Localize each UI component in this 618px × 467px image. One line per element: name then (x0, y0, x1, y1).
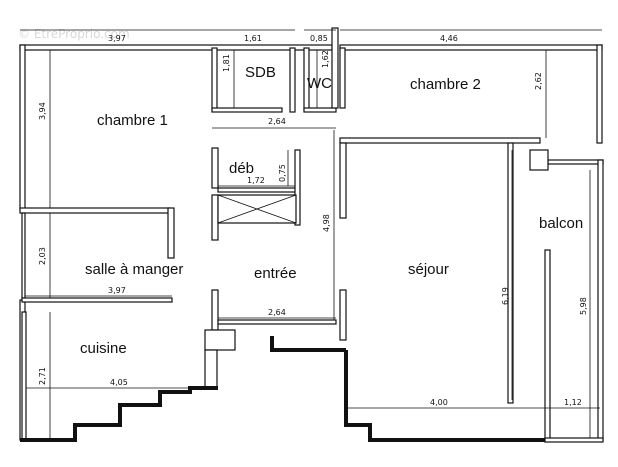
dim-deb-h: 1,72 (247, 176, 265, 185)
wall-entree-bottom (217, 319, 337, 325)
dim-top-ch2: 4,46 (440, 34, 458, 43)
room-cuisine: cuisine (80, 340, 127, 357)
wall-sejour-right (507, 142, 514, 404)
wall-left-top (19, 44, 26, 211)
wall-sejour-left-top (339, 142, 347, 219)
dim-balcon-v: 5,98 (579, 297, 588, 315)
wall-sdb-right (289, 47, 296, 113)
walls (19, 27, 604, 443)
wall-sdb-left (211, 47, 218, 111)
wall-top-left (19, 44, 333, 51)
wall-ch1-bottom-stub (167, 207, 175, 259)
dim-ch1-v: 3,94 (38, 102, 47, 120)
wall-wc-right (331, 27, 339, 109)
wall-salle-left (21, 212, 26, 299)
dimension-lines (20, 29, 602, 438)
wall-balcon-rail (544, 249, 551, 441)
wall-entree-left-bottom (211, 289, 219, 331)
wall-wc-bottom (303, 107, 337, 113)
wall-deb-bottom (217, 187, 299, 193)
dim-top-ch1: 3,97 (108, 34, 126, 43)
wall-ch2-right (596, 44, 603, 144)
dim-salle-v: 2,03 (38, 247, 47, 265)
dim-sdb-v: 1,81 (222, 54, 231, 72)
dim-top-sdb: 1,61 (244, 34, 262, 43)
room-sejour: séjour (408, 261, 449, 278)
wall-sejour-left-bottom (339, 289, 347, 341)
dim-sejour-h: 4,00 (430, 398, 448, 407)
room-chambre-1: chambre 1 (97, 112, 168, 129)
room-deb: déb (229, 160, 254, 177)
wall-cuisine-left (21, 311, 27, 441)
dim-entree-h: 2,64 (268, 308, 286, 317)
dim-balcon-h: 1,12 (564, 398, 582, 407)
wall-ch1-bottom (19, 207, 171, 214)
room-balcon: balcon (539, 215, 583, 232)
wall-ch2-bottom (339, 137, 541, 144)
dim-deb-v: 0,75 (278, 164, 287, 182)
wall-balcon-right (597, 159, 604, 441)
wall-top-right (339, 44, 603, 51)
room-salle-a-manger: salle à manger (85, 261, 183, 278)
wall-sdb-bottom (211, 107, 283, 113)
wall-cuisine-notch (204, 329, 236, 351)
wall-entree-left (211, 194, 219, 241)
wall-sejour-steps (344, 350, 545, 442)
wall-cuisine-steps (20, 386, 218, 442)
dim-entree-v: 4,98 (322, 214, 331, 232)
room-entree: entrée (254, 265, 297, 282)
wall-cuisine-right (204, 349, 218, 389)
wall-ch2-left (339, 47, 346, 109)
room-wc: WC (307, 75, 332, 92)
room-labels: chambre 1 SDB WC chambre 2 déb salle à m… (80, 64, 583, 357)
wall-balcon-bottom (544, 437, 604, 443)
room-chambre-2: chambre 2 (410, 76, 481, 93)
dim-salle-h: 3,97 (108, 286, 126, 295)
dim-cuisine-v: 2,71 (38, 367, 47, 385)
dim-corridor: 2,64 (268, 117, 286, 126)
dim-ch2-v: 2,62 (534, 72, 543, 90)
watermark: © EtreProprio.com (18, 27, 130, 41)
wall-entry-door (270, 336, 346, 352)
dim-wc-v: 1,62 (321, 50, 330, 68)
wall-balcon-corner (529, 149, 549, 171)
room-sdb: SDB (245, 64, 276, 81)
wall-salle-bottom (21, 297, 173, 303)
dimension-labels: 3,97 1,61 0,85 4,46 1,81 1,62 2,62 3,94 … (38, 34, 588, 407)
dim-sejour-v: 6,19 (501, 287, 510, 305)
wall-deb-right (294, 149, 301, 226)
dim-top-wc: 0,85 (310, 34, 328, 43)
dim-cuisine-h: 4,05 (110, 378, 128, 387)
wall-deb-left (211, 147, 219, 189)
closet-cross-b (217, 194, 297, 224)
wall-balcon-top (547, 159, 604, 165)
